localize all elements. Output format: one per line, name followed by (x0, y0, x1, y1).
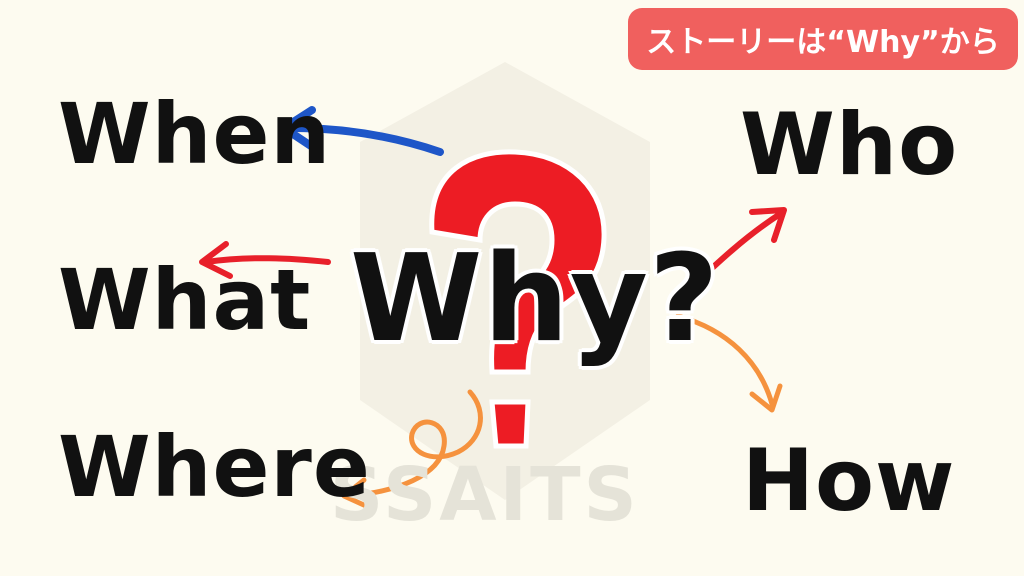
watermark: SSAITS (330, 452, 640, 538)
label-why-center: Why? (350, 230, 720, 369)
arrow-to-when (280, 106, 444, 156)
arrow-to-how (675, 313, 783, 413)
label-when: When (58, 85, 332, 183)
title-badge: ストーリーは“Why”から (628, 8, 1018, 70)
arrow-to-who (675, 207, 787, 303)
label-where: Where (58, 418, 371, 516)
label-how: How (742, 431, 956, 531)
label-who: Who (740, 95, 959, 195)
label-what: What (58, 251, 312, 349)
question-mark-icon (429, 149, 607, 449)
arrow-to-where (341, 389, 483, 509)
arrow-to-what (199, 241, 331, 279)
title-badge-text: ストーリーは“Why”から (646, 25, 1000, 60)
